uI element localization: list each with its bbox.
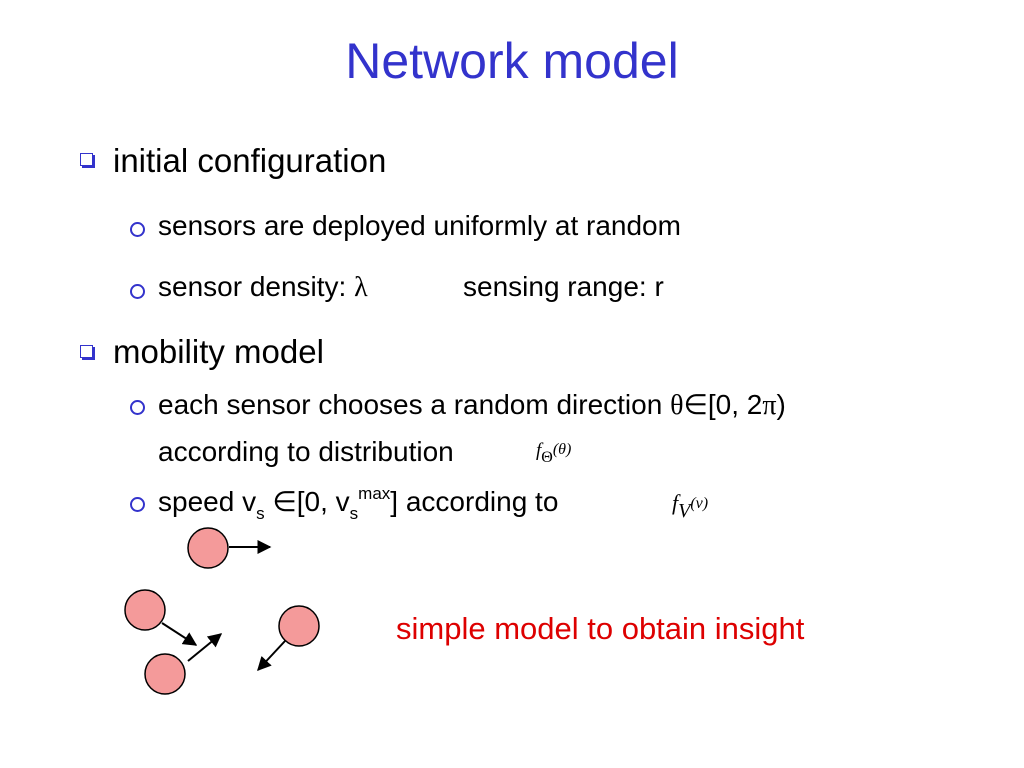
formula-f: f xyxy=(536,440,542,461)
speed-subscript-2: s xyxy=(349,504,359,523)
section-heading-mobility-model: mobility model xyxy=(113,333,324,370)
hollow-square-icon xyxy=(80,345,93,358)
formula-arg-v: (v) xyxy=(690,495,709,512)
hollow-square-icon xyxy=(80,153,93,166)
lambda-symbol: λ xyxy=(354,272,368,303)
bullet-direction: each sensor chooses a random direction θ… xyxy=(158,388,786,422)
hollow-circle-icon xyxy=(130,497,145,512)
sensing-range-label: sensing range: r xyxy=(463,271,664,302)
formula-f: f xyxy=(672,490,679,515)
sensor-node xyxy=(278,605,320,647)
section-heading-initial-configuration: initial configuration xyxy=(113,142,387,179)
speed-range-start: [0, v xyxy=(296,486,350,517)
pi-symbol: π xyxy=(762,390,777,421)
direction-arrow xyxy=(161,622,198,646)
sensor-node xyxy=(144,653,186,695)
range-start: [0, 2 xyxy=(707,389,763,420)
formula-sub-theta: Θ xyxy=(541,449,553,466)
bullet-density: sensor density: λ xyxy=(158,271,368,304)
sensor-node xyxy=(124,589,166,631)
formula-f-v: fV(v) xyxy=(672,490,709,522)
hollow-circle-icon xyxy=(130,222,145,237)
direction-arrow xyxy=(257,640,286,672)
hollow-circle-icon xyxy=(130,400,145,415)
page-title: Network model xyxy=(345,33,679,89)
speed-superscript-max: max xyxy=(358,484,391,503)
direction-text: each sensor chooses a random direction xyxy=(158,389,663,420)
element-of-symbol: ∈ xyxy=(272,487,297,518)
speed-text: speed v xyxy=(158,486,257,517)
range-end: ) xyxy=(776,389,786,420)
speed-subscript: s xyxy=(256,504,265,523)
theta-in-symbol: θ∈ xyxy=(670,390,708,421)
sensor-node xyxy=(187,527,229,569)
formula-sub-v: V xyxy=(678,500,691,522)
bullet-deployment: sensors are deployed uniformly at random xyxy=(158,210,681,241)
callout-text: simple model to obtain insight xyxy=(396,611,805,646)
direction-distribution-line: according to distribution xyxy=(158,436,454,467)
bullet-speed: speed vs ∈[0, vsmax] according to xyxy=(158,484,559,523)
density-label: sensor density: xyxy=(158,271,347,302)
formula-arg-theta: (θ) xyxy=(552,441,572,458)
direction-arrow xyxy=(187,633,223,662)
speed-range-end: ] according to xyxy=(390,486,559,517)
formula-f-theta: fΘ(θ) xyxy=(536,440,572,466)
hollow-circle-icon xyxy=(130,284,145,299)
